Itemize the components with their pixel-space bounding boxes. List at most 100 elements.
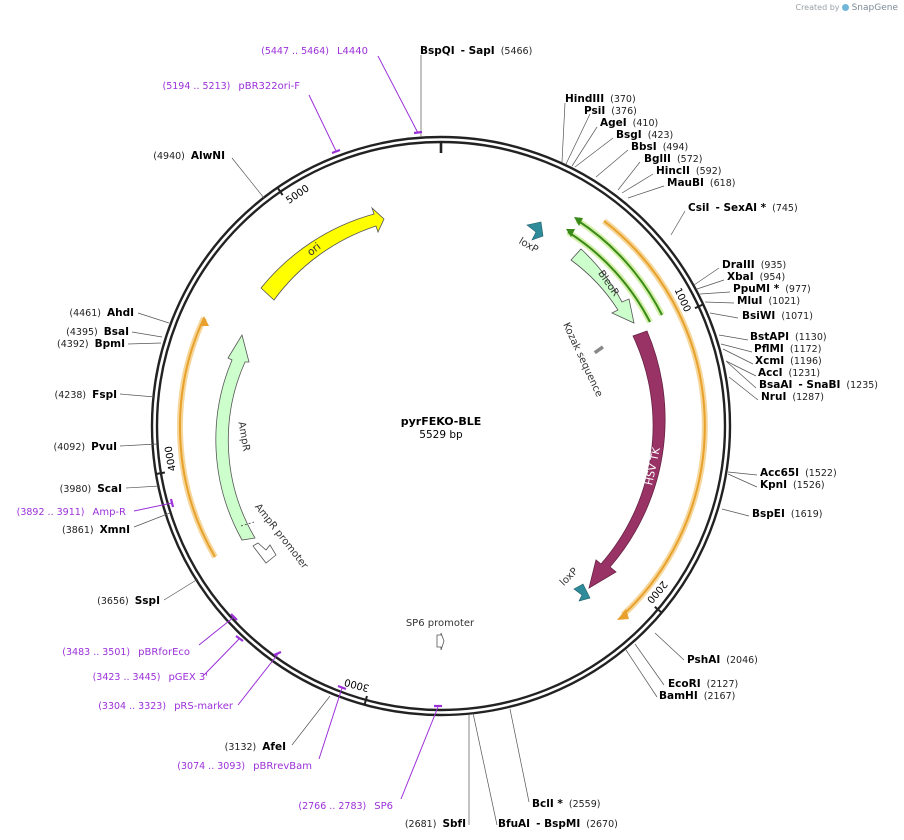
site-bcli[interactable]: BclI *(2559) <box>532 798 600 810</box>
site-bamhi[interactable]: BamHI(2167) <box>659 690 735 702</box>
site-sbfi[interactable]: (2681)SbfI <box>405 818 466 830</box>
primer-amp-r[interactable]: (3892 .. 3911)Amp-R <box>17 507 126 518</box>
site-name: BsaAI <box>759 379 792 391</box>
site-bstapi[interactable]: BstAPI(1130) <box>750 331 827 343</box>
site-pos: (4940) <box>153 151 185 162</box>
feature-kozak[interactable]: Kozak sequence <box>560 321 604 399</box>
feature-loxp-1[interactable]: loxP <box>517 221 544 256</box>
site-name: BpmI <box>95 338 125 350</box>
site-acci[interactable]: AccI(1231) <box>758 367 820 379</box>
feature-label-ampr: AmpR <box>235 421 251 452</box>
site-nrui[interactable]: NruI(1287) <box>761 391 824 403</box>
site-pos: (977) <box>785 284 811 295</box>
site-pos: (954) <box>760 272 786 283</box>
site-bfuai[interactable]: BfuAI- BspMI(2670) <box>498 818 618 830</box>
feature-hsv-tk[interactable]: HSV TK <box>588 330 666 589</box>
site-name: BsaI <box>104 326 129 338</box>
site-pos: (2670) <box>586 819 618 830</box>
site-bsgi[interactable]: BsgI (423) <box>616 129 673 141</box>
primer-pgex-3[interactable]: (3423 .. 3445)pGEX 3' <box>93 672 208 683</box>
site-name: AfeI <box>262 741 286 753</box>
feature-ampr-promoter[interactable]: AmpR promoter <box>252 502 310 572</box>
site-pos: (4395) <box>66 327 98 338</box>
site-acc65i[interactable]: Acc65I(1522) <box>760 467 837 479</box>
primer-pbrrevbam[interactable]: (3074 .. 3093)pBRrevBam <box>177 761 312 772</box>
primer-name: pBRforEco <box>138 647 190 658</box>
site-pos: (3980) <box>60 484 92 495</box>
site-name: BbsI <box>631 141 657 153</box>
feature-label-loxp-1: loxP <box>517 236 540 256</box>
site-mlui[interactable]: MluI(1021) <box>737 295 800 307</box>
site-name: ScaI <box>97 483 122 495</box>
primer-range: (5447 .. 5464) <box>261 46 329 57</box>
site-xcmi[interactable]: XcmI(1196) <box>755 355 822 367</box>
site-name: MauBI <box>667 177 704 189</box>
site-name: PsiI <box>584 105 605 117</box>
site-pos: (423) <box>648 130 674 141</box>
site-psii[interactable]: PsiI(376) <box>584 105 637 117</box>
site-pos: (5466) <box>501 46 533 57</box>
primer-pbrforeco[interactable]: (3483 .. 3501)pBRforEco <box>62 647 190 658</box>
site-name: KpnI <box>760 479 787 491</box>
site-kpni[interactable]: KpnI (1526) <box>760 479 825 491</box>
site-suffix: - SapI <box>461 45 495 57</box>
site-hindiii[interactable]: HindIII(370) <box>565 93 636 105</box>
feature-ori[interactable]: ori <box>260 206 385 301</box>
feature-loxp-2[interactable]: loxP <box>558 566 591 602</box>
site-pos: (618) <box>710 178 736 189</box>
site-afei[interactable]: (3132)AfeI <box>225 741 286 753</box>
site-bsiwi[interactable]: BsiWI(1071) <box>742 310 813 322</box>
site-bspqi[interactable]: BspQI- SapI(5466) <box>420 45 532 57</box>
site-bpmi[interactable]: (4392)BpmI <box>57 338 125 350</box>
site-csii[interactable]: CsiI- SexAI *(745) <box>688 202 798 214</box>
feature-label-sp6-promoter: SP6 promoter <box>406 618 475 629</box>
site-alwni[interactable]: (4940)AlwNI <box>153 150 225 162</box>
site-name: PshAI <box>687 654 720 666</box>
feature-sp6-promoter[interactable]: SP6 promoter <box>406 618 475 651</box>
site-pshai[interactable]: PshAI(2046) <box>687 654 758 666</box>
site-bsaai[interactable]: BsaAI- SnaBI(1235) <box>759 379 878 391</box>
site-hincii[interactable]: HincII(592) <box>656 165 721 177</box>
site-bglii[interactable]: BglII(572) <box>644 153 702 165</box>
site-bspei[interactable]: BspEI(1619) <box>752 508 822 520</box>
site-pos: (935) <box>761 260 787 271</box>
feature-ampr[interactable]: AmpR <box>215 333 256 541</box>
site-xmni[interactable]: (3861)XmnI <box>62 524 130 536</box>
feature-label-ampr-promoter: AmpR promoter <box>252 502 310 572</box>
site-pflmi[interactable]: PflMI(1172) <box>754 343 821 355</box>
site-sspi[interactable]: (3656)SspI <box>97 595 160 607</box>
site-name: SbfI <box>442 818 466 830</box>
site-pvui[interactable]: (4092)PvuI <box>53 441 117 453</box>
site-pos: (410) <box>633 118 659 129</box>
site-bbsi[interactable]: BbsI(494) <box>631 141 688 153</box>
site-pos: (1130) <box>795 332 827 343</box>
site-draiii[interactable]: DraIII(935) <box>722 259 786 271</box>
primer-pbr322ori-f[interactable]: (5194 .. 5213)pBR322ori-F <box>163 81 301 92</box>
site-agei[interactable]: AgeI (410) <box>600 117 658 129</box>
site-pos: (572) <box>677 154 703 165</box>
primer-marks <box>133 55 442 800</box>
site-fspi[interactable]: (4238)FspI <box>55 389 117 401</box>
site-suffix: - SnaBI <box>798 379 840 391</box>
site-name: BsgI <box>616 129 642 141</box>
site-scai[interactable]: (3980) ScaI <box>60 483 122 495</box>
site-maubi[interactable]: MauBI (618) <box>667 177 735 189</box>
primer-l4440[interactable]: (5447 .. 5464)L4440 <box>261 46 368 57</box>
site-name: AgeI <box>600 117 627 129</box>
orf-arcs <box>177 218 708 620</box>
site-pos: (1526) <box>793 480 825 491</box>
feature-label-loxp-2: loxP <box>558 566 580 588</box>
site-name: AhdI <box>107 307 134 319</box>
primer-prs-marker[interactable]: (3304 .. 3323)pRS-marker <box>98 701 234 712</box>
site-pos: (1196) <box>790 356 822 367</box>
site-ecori[interactable]: EcoRI(2127) <box>668 678 738 690</box>
primer-sp6[interactable]: (2766 .. 2783)SP6 <box>298 801 393 812</box>
site-ahdi[interactable]: (4461)AhdI <box>69 307 134 319</box>
primer-name: pBRrevBam <box>253 761 312 772</box>
site-pos: (2559) <box>569 799 601 810</box>
credit-brand: SnapGene <box>851 3 898 13</box>
site-bsai[interactable]: (4395) BsaI <box>66 326 129 338</box>
site-ppumi[interactable]: PpuMI *(977) <box>733 283 811 295</box>
site-xbai[interactable]: XbaI(954) <box>727 271 785 283</box>
